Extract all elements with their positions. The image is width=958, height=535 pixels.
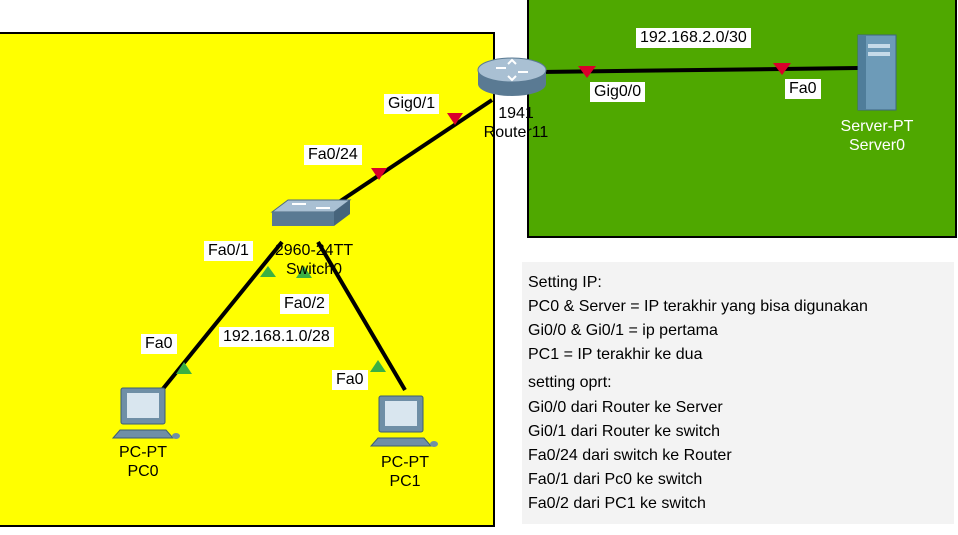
port-label-pc0-fa0: Fa0 bbox=[141, 334, 177, 354]
wan-network-label: 192.168.2.0/30 bbox=[636, 28, 751, 48]
switch-label: 2960-24TT Switch0 bbox=[262, 241, 366, 279]
router-label: 1941 Router11 bbox=[476, 104, 556, 142]
pc1-icon[interactable] bbox=[369, 395, 438, 447]
note-line: Gi0/0 dari Router ke Server bbox=[528, 399, 723, 416]
pc1-name: PC1 bbox=[389, 473, 421, 490]
port-label-fa0-1: Fa0/1 bbox=[204, 241, 253, 261]
link-router-switch[interactable] bbox=[313, 98, 494, 220]
server-label: Server-PT Server0 bbox=[831, 117, 923, 155]
link-status-gig0-1 bbox=[447, 113, 463, 125]
pc0-name: PC0 bbox=[127, 463, 159, 480]
pc0-label: PC-PT PC0 bbox=[103, 443, 183, 481]
pc1-label: PC-PT PC1 bbox=[365, 453, 445, 491]
port-label-gig0-1: Gig0/1 bbox=[384, 94, 440, 114]
server-icon[interactable] bbox=[857, 34, 897, 111]
switch-icon[interactable] bbox=[270, 199, 352, 226]
link-router-server[interactable] bbox=[539, 66, 859, 74]
port-label-fa0-24: Fa0/24 bbox=[304, 145, 362, 165]
link-status-fa0-24 bbox=[371, 168, 387, 180]
note-line: Fa0/1 dari Pc0 ke switch bbox=[528, 471, 703, 488]
switch-name: Switch0 bbox=[285, 261, 343, 278]
note-line: Fa0/2 dari PC1 ke switch bbox=[528, 495, 706, 512]
link-status-server-fa0 bbox=[773, 63, 791, 75]
note-line: Gi0/0 & Gi0/1 = ip pertama bbox=[528, 322, 718, 339]
server-model: Server-PT bbox=[840, 118, 914, 135]
note-line: Setting IP: bbox=[528, 274, 602, 291]
port-label-gig0-0: Gig0/0 bbox=[590, 82, 646, 102]
port-label-pc1-fa0: Fa0 bbox=[332, 370, 368, 390]
note-line: setting oprt: bbox=[528, 374, 612, 391]
note-line: Gi0/1 dari Router ke switch bbox=[528, 423, 721, 440]
pc1-model: PC-PT bbox=[381, 454, 429, 471]
router-icon[interactable] bbox=[477, 57, 547, 96]
lan-network-label: 192.168.1.0/28 bbox=[219, 327, 334, 347]
link-status-gig0-0 bbox=[578, 66, 596, 78]
router-name: Router11 bbox=[483, 124, 549, 141]
server-name: Server0 bbox=[848, 137, 906, 154]
port-label-fa0-2: Fa0/2 bbox=[280, 294, 329, 314]
port-label-server-fa0: Fa0 bbox=[785, 79, 821, 99]
note-line: PC0 & Server = IP terakhir yang bisa dig… bbox=[528, 298, 868, 315]
link-status-pc1-fa0 bbox=[370, 360, 386, 372]
pc0-model: PC-PT bbox=[119, 444, 167, 461]
switch-model: 2960-24TT bbox=[274, 242, 354, 259]
link-switch-pc1[interactable] bbox=[316, 240, 407, 392]
pc0-icon[interactable] bbox=[111, 387, 180, 439]
notes-panel: Setting IP: PC0 & Server = IP terakhir y… bbox=[522, 262, 954, 524]
link-status-pc0-fa0 bbox=[176, 362, 192, 374]
note-line: PC1 = IP terakhir ke dua bbox=[528, 346, 703, 363]
link-status-fa0-1 bbox=[260, 266, 276, 277]
link-status-fa0-2 bbox=[296, 266, 312, 278]
note-line: Fa0/24 dari switch ke Router bbox=[528, 447, 732, 464]
router-model: 1941 bbox=[498, 105, 534, 122]
